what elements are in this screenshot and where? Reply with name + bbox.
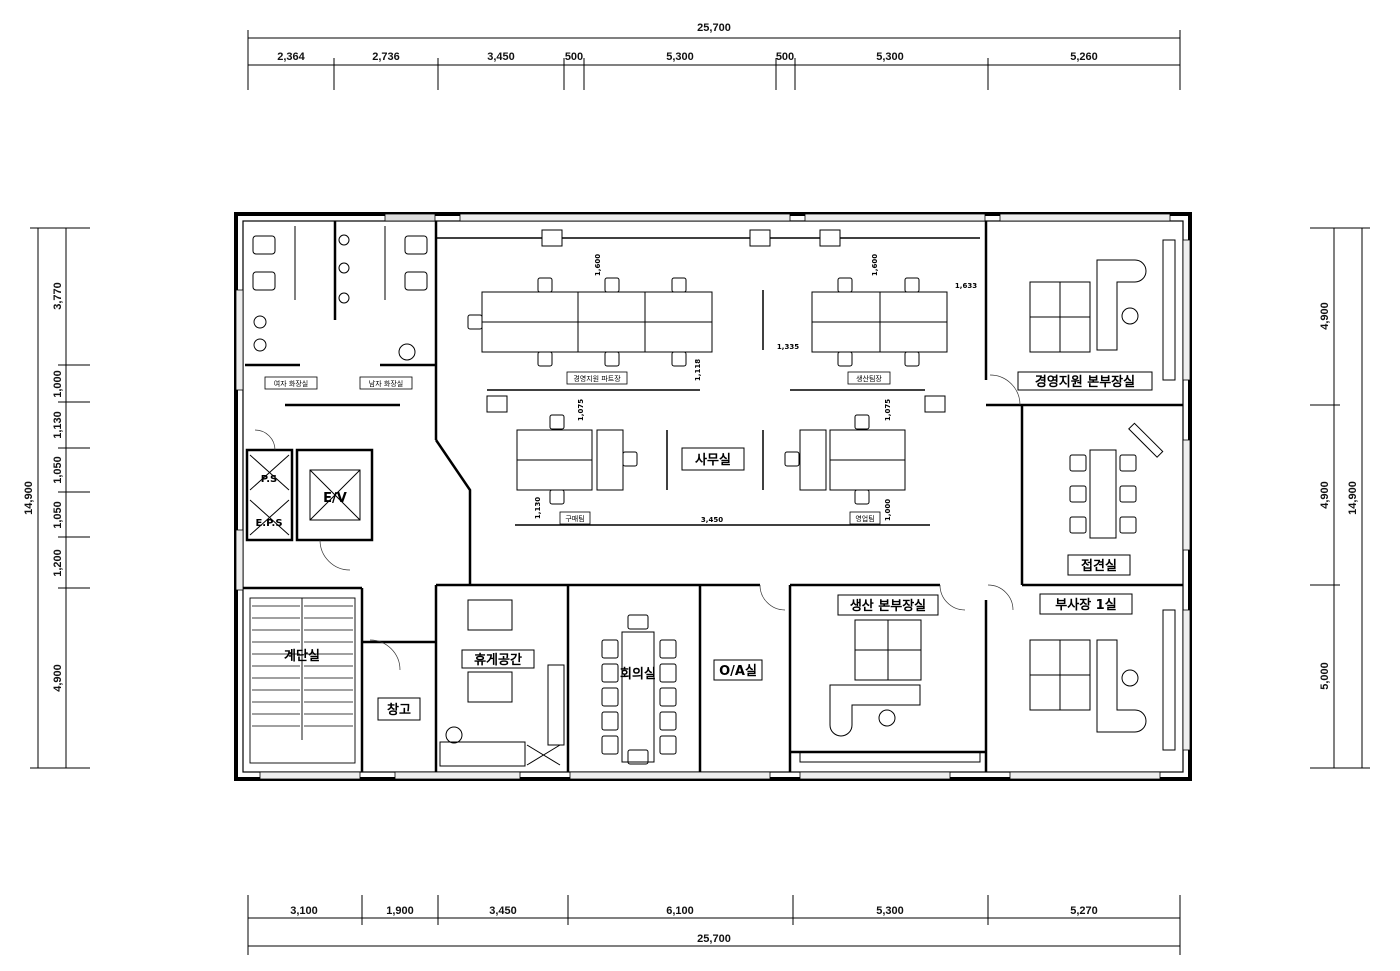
- office-label: 사무실: [695, 452, 731, 468]
- stair-treads: [252, 605, 353, 727]
- bottom-dim-4: 6,100: [666, 905, 694, 917]
- bottom-dim-5: 5,300: [876, 905, 904, 917]
- stairs: [249, 597, 356, 764]
- ps-label: P.S: [261, 474, 278, 485]
- building-shell: [234, 212, 1192, 781]
- conference-room-label: 회의실: [620, 666, 656, 682]
- eps-label: E.P.S: [255, 518, 282, 529]
- left-dim-1: 3,770: [52, 282, 64, 310]
- top-dim-1: 2,364: [277, 51, 305, 63]
- right-total-dim: 14,900: [1347, 481, 1359, 515]
- workstation-cluster-left: [467, 277, 713, 367]
- left-dim-2: 1,000: [52, 370, 64, 398]
- inner-dim-2: 1,600: [871, 254, 879, 276]
- workstation-cluster-mid-right: [784, 414, 906, 505]
- printers: [486, 229, 946, 413]
- right-dim-1: 4,900: [1319, 302, 1331, 330]
- inner-dim-1: 1,600: [594, 254, 602, 276]
- lounge-label: 휴게공간: [474, 652, 522, 668]
- production-director-furniture: [799, 619, 981, 763]
- bottom-dim-3: 3,450: [489, 905, 517, 917]
- inner-dim-10: 1,000: [884, 499, 892, 521]
- meeting-room-label: 접견실: [1081, 558, 1117, 574]
- inner-dim-4: 1,335: [777, 343, 799, 351]
- sales-support-director-label: 경영지원 본부장실: [1035, 374, 1135, 390]
- lounge-furniture: [439, 599, 565, 767]
- inner-dim-5: 1,118: [694, 359, 702, 381]
- mens-restroom-label: 남자 화장실: [369, 379, 403, 388]
- vp-office-furniture: [1029, 609, 1176, 751]
- left-dim-6: 1,200: [52, 549, 64, 577]
- bottom-dim-1: 3,100: [290, 905, 318, 917]
- top-dim-4: 500: [565, 51, 583, 63]
- inner-dim-8: 1,130: [534, 497, 542, 519]
- top-dim-6: 500: [776, 51, 794, 63]
- left-dimension-chain: 14,900 3,770 1,000 1,130 1,050 1,050 1,2…: [23, 227, 90, 769]
- oa-room-label: O/A실: [719, 663, 757, 679]
- left-dim-3: 1,130: [52, 411, 64, 439]
- stair-label: 계단실: [284, 648, 320, 664]
- ev-label: E/V: [323, 491, 347, 506]
- top-total-dim: 25,700: [697, 22, 731, 34]
- top-dim-3: 3,450: [487, 51, 515, 63]
- workstation-cluster-right: [811, 277, 948, 367]
- womens-restroom-label: 여자 화장실: [274, 379, 308, 388]
- bottom-dimension-chain: 3,100 1,900 3,450 6,100 5,300 5,270 25,7…: [247, 895, 1181, 955]
- top-dimension-chain: 25,700 2,364 2,736 3,450 500 5,300 500 5…: [247, 22, 1181, 90]
- bottom-total-dim: 25,700: [697, 933, 731, 945]
- top-dim-8: 5,260: [1070, 51, 1098, 63]
- top-dim-7: 5,300: [876, 51, 904, 63]
- inner-dim-3: 1,633: [955, 282, 977, 290]
- director-office-furniture-1: [1029, 239, 1176, 381]
- top-dim-5: 5,300: [666, 51, 694, 63]
- left-dim-5: 1,050: [52, 501, 64, 529]
- left-dim-7: 4,900: [52, 664, 64, 692]
- toilet-fixtures: [252, 226, 428, 361]
- team-label-1: 경영지원 파트장: [573, 374, 621, 383]
- team-label-3: 구매팀: [565, 515, 584, 523]
- top-dim-2: 2,736: [372, 51, 400, 63]
- production-director-label: 생산 본부장실: [850, 598, 926, 614]
- meeting-room-furniture: [1069, 422, 1164, 539]
- team-label-2: 생산팀장: [856, 374, 882, 383]
- inner-dim-7: 1,075: [884, 399, 892, 421]
- bottom-dim-2: 1,900: [386, 905, 414, 917]
- vp-office-label: 부사장 1실: [1055, 597, 1116, 613]
- conference-table: [601, 614, 677, 765]
- partitions: [487, 290, 930, 526]
- elevator-core: [249, 454, 361, 536]
- bottom-dim-6: 5,270: [1070, 905, 1098, 917]
- workstation-cluster-mid-left: [516, 414, 638, 505]
- left-dim-4: 1,050: [52, 456, 64, 484]
- left-total-dim: 14,900: [23, 481, 35, 515]
- right-dimension-chain: 4,900 4,900 5,000 14,900: [1310, 227, 1370, 769]
- right-dim-3: 5,000: [1319, 662, 1331, 690]
- door-swings: [254, 374, 1021, 611]
- inner-dim-9: 3,450: [701, 516, 723, 524]
- team-label-4: 영업팀: [855, 514, 874, 523]
- storage-label: 창고: [387, 702, 411, 718]
- interior-walls: [243, 221, 1183, 772]
- inner-dim-6: 1,075: [577, 399, 585, 421]
- right-dim-2: 4,900: [1319, 481, 1331, 509]
